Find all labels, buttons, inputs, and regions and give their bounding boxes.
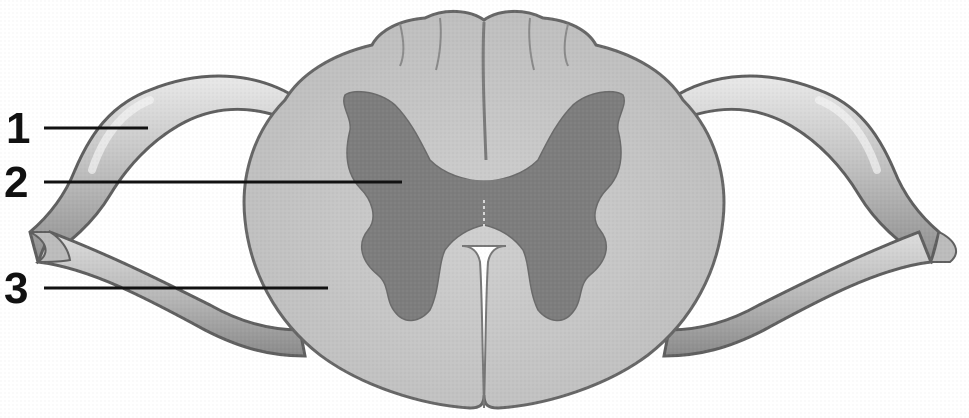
label-1: 1 bbox=[6, 104, 30, 153]
label-2: 2 bbox=[4, 158, 28, 207]
label-3: 3 bbox=[4, 264, 28, 313]
